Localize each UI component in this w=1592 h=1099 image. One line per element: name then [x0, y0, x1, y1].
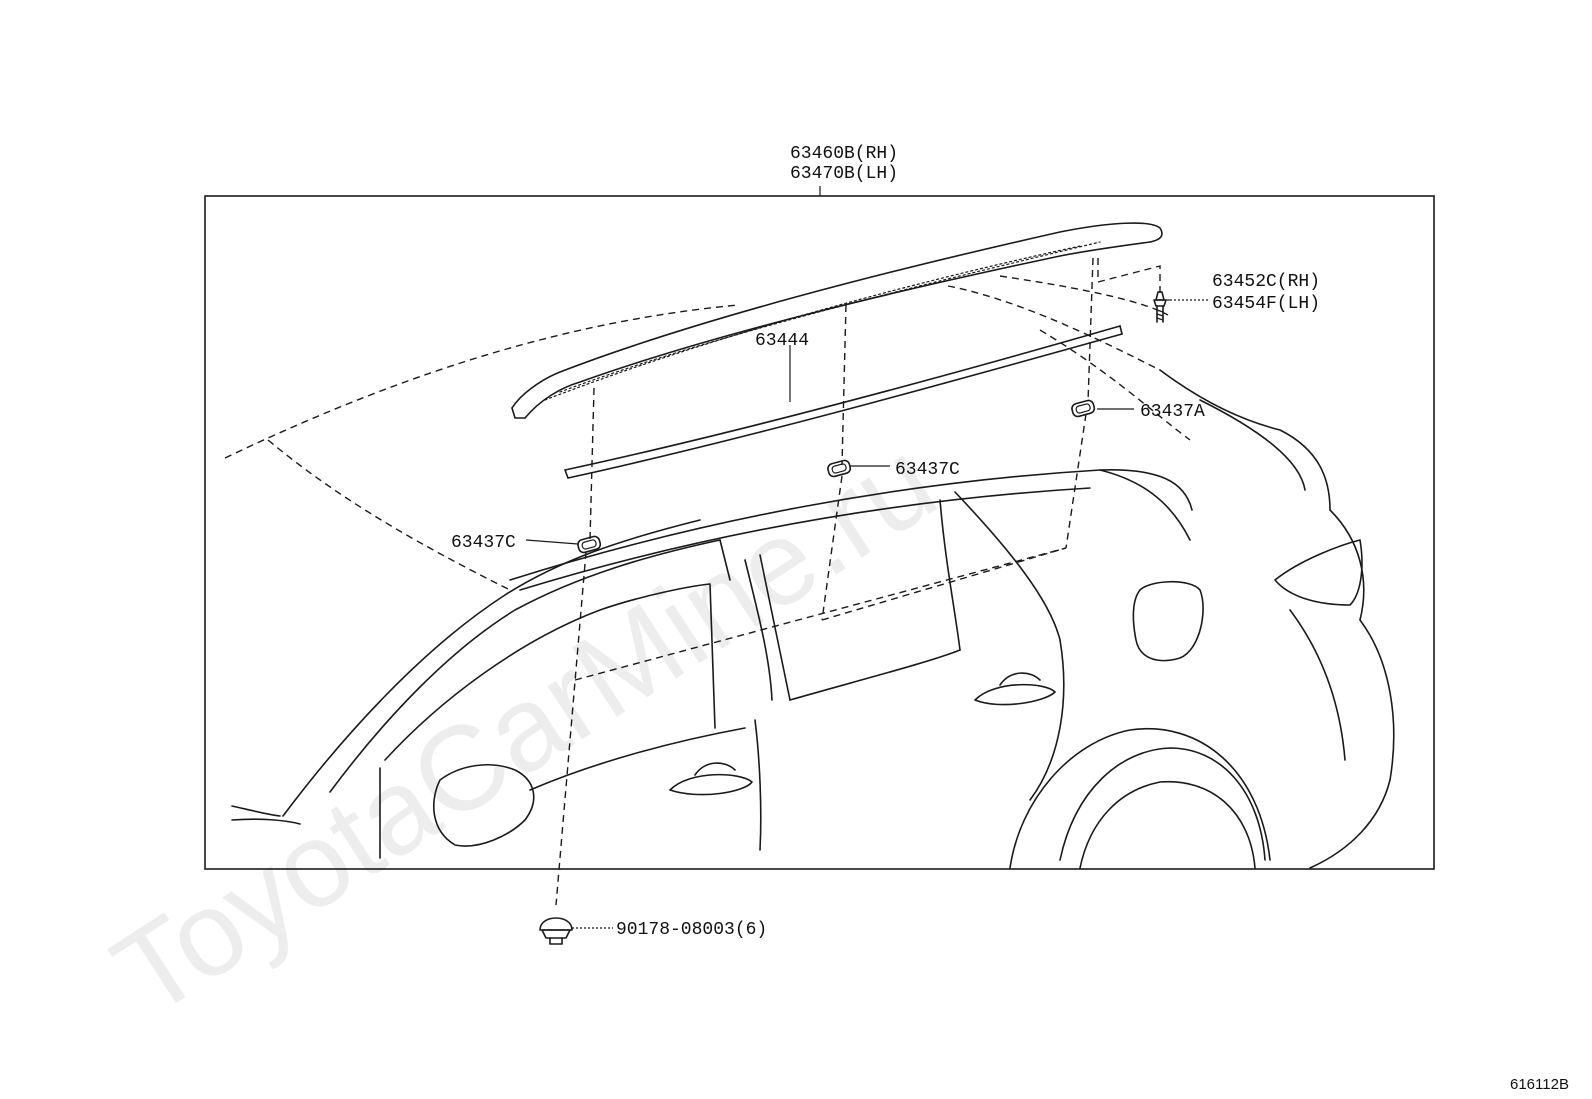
pad-middle	[827, 459, 852, 478]
leader-lines	[525, 186, 1210, 929]
roof-rack-rail	[511, 222, 1163, 419]
label-roof-rail-lh: 63470B(LH)	[790, 164, 898, 184]
label-mount-clip-rh: 63452C(RH)	[1212, 272, 1320, 292]
roof-molding	[564, 325, 1123, 479]
label-screw: 90178-08003(6)	[616, 920, 767, 940]
figure-id: 616112B	[1510, 1076, 1569, 1093]
label-pad-front: 63437C	[451, 533, 516, 553]
pad-front	[577, 535, 602, 554]
label-molding: 63444	[755, 331, 809, 351]
label-pad-rear: 63437A	[1140, 402, 1205, 422]
label-roof-rail-rh: 63460B(RH)	[790, 144, 898, 164]
screw	[539, 917, 573, 945]
mount-clip	[1153, 291, 1167, 323]
car-body	[224, 275, 1395, 869]
assembly-lines	[555, 257, 1161, 906]
pad-rear	[1071, 399, 1096, 418]
label-pad-middle: 63437C	[895, 460, 960, 480]
watermark: ToyotaCarMine.ru	[91, 414, 958, 1042]
label-mount-clip-lh: 63454F(LH)	[1212, 294, 1320, 314]
